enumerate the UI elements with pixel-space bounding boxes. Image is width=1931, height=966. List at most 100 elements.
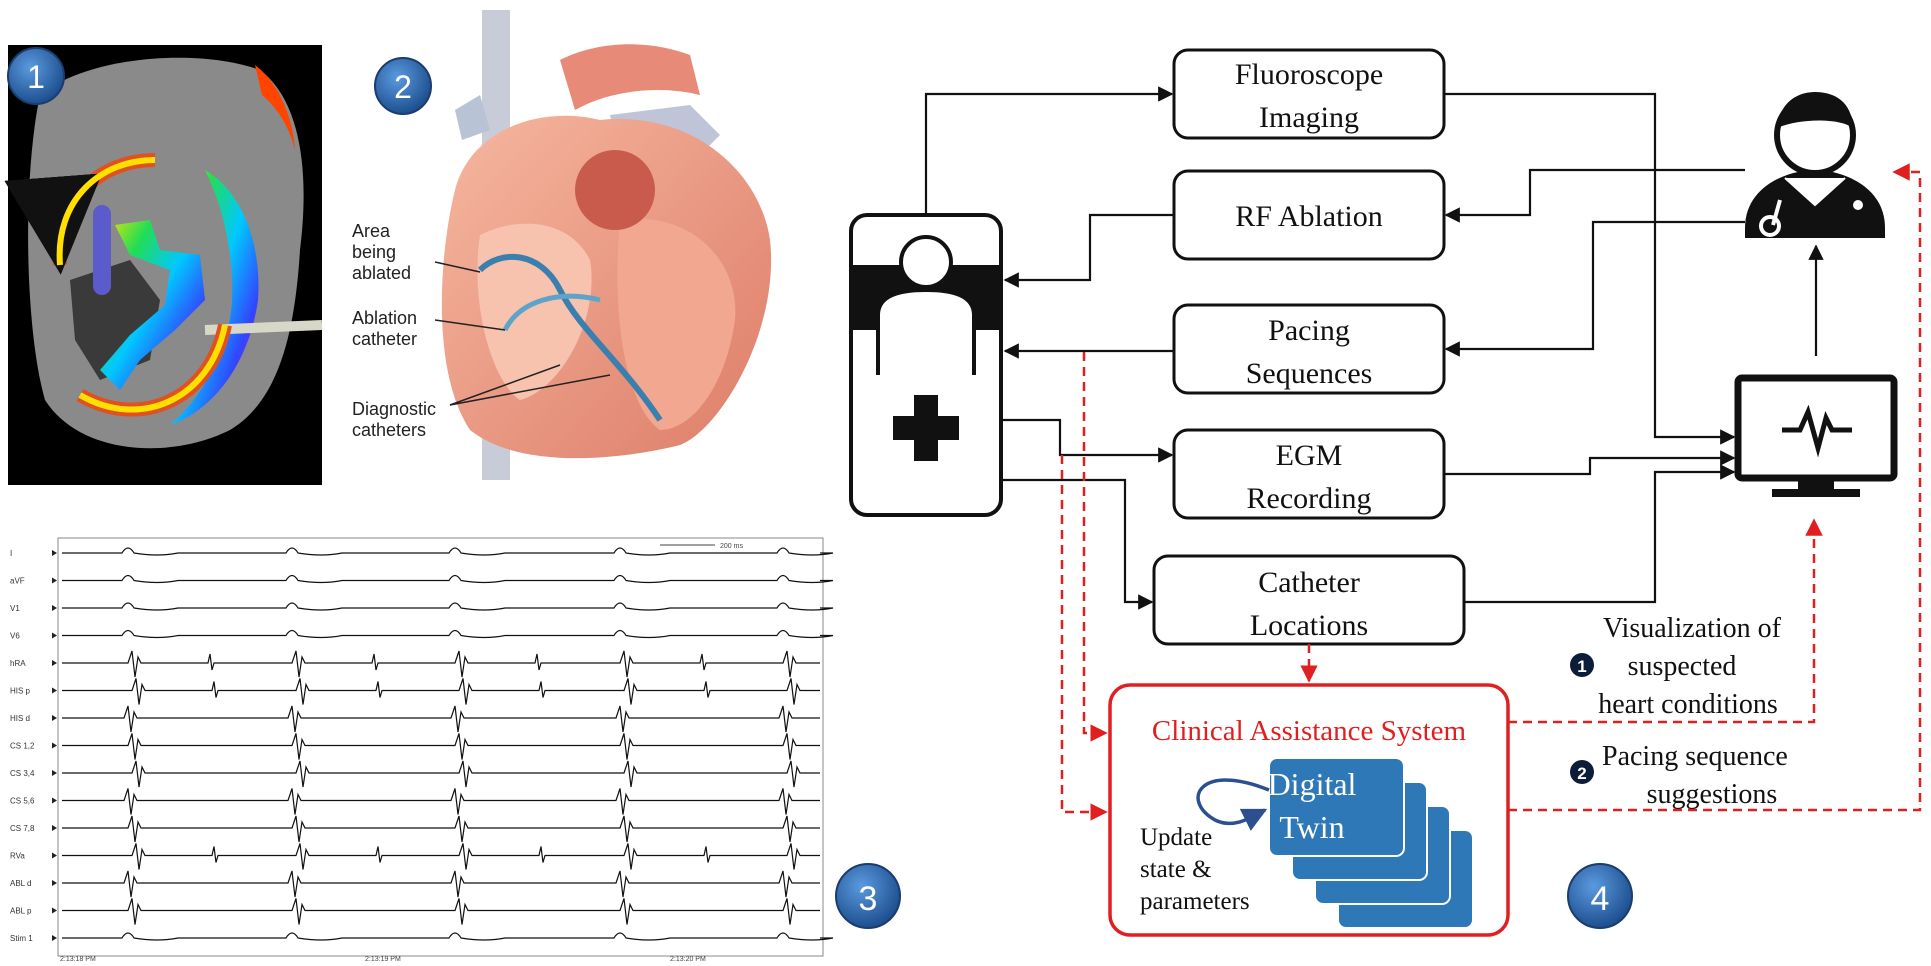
vessel-left: [455, 95, 490, 140]
egm-trace-line: [62, 574, 834, 584]
egm-channel-label: CS 3,4: [10, 769, 35, 778]
arrow-patient-egm: [1001, 418, 1174, 463]
label-area-3: ablated: [352, 263, 411, 283]
heart-illustration-panel: Area being ablated Ablation catheter Dia…: [352, 10, 772, 480]
dash-pacing-cas: [1082, 352, 1108, 742]
egm-channel-label: CS 7,8: [10, 824, 35, 833]
egm-channel-marker: [52, 797, 57, 804]
flow-diagram: Fluoroscope Imaging RF Ablation Pacing S…: [849, 48, 1922, 937]
box-catheter-line1: Catheter: [1258, 566, 1360, 599]
output1-marker: [1570, 653, 1594, 677]
egm-trace-line: [62, 602, 834, 611]
box-pacing-line2: Sequences: [1246, 357, 1373, 390]
arrow-egm-monitor: [1444, 450, 1736, 476]
egm-channel-marker: [52, 715, 57, 721]
egm-channel-marker: [52, 605, 57, 611]
patient-head: [899, 235, 953, 289]
output2-line1: Pacing sequence: [1602, 741, 1788, 772]
badge-1-number: 1: [27, 59, 45, 95]
doctor-icon: [1745, 92, 1885, 238]
stethoscope-icon: [1759, 215, 1781, 237]
patient-body: [876, 287, 976, 375]
output1-line1: Visualization of: [1603, 613, 1782, 644]
box-rf-ablation: RF Ablation: [1172, 169, 1446, 261]
stethoscope-tube: [1771, 199, 1782, 226]
map-edge-red: [255, 65, 295, 150]
stethoscope-earpiece: [1853, 200, 1863, 210]
egm-channel-label: aVF: [10, 577, 25, 586]
egm-timestamp-3: 2:13:20 PM: [670, 956, 706, 963]
leader-diagnostic-1: [449, 364, 561, 406]
right-chamber: [477, 223, 592, 400]
output-pacing-suggestions: 2 Pacing sequence suggestions: [1570, 741, 1788, 810]
badge-4: 4: [1567, 863, 1633, 929]
isthmus-path: [100, 220, 205, 390]
red-dashed-connectors: [1060, 163, 1922, 821]
update-label-1: Update: [1140, 824, 1212, 851]
output1-line2: suspected: [1628, 651, 1737, 682]
egm-channel-label: V6: [10, 632, 20, 641]
egm-trace-line: [62, 898, 820, 925]
box-catheter-locations: Catheter Locations: [1152, 554, 1466, 646]
egm-channel-marker: [52, 577, 57, 584]
heartbeat-icon: [1782, 404, 1852, 458]
badge-1: 1: [7, 47, 65, 105]
egm-channel-marker: [52, 687, 57, 694]
egm-channel-marker: [52, 880, 57, 886]
black-connectors: [924, 86, 1824, 610]
egm-channel-label: RVa: [10, 852, 25, 861]
egm-channel-label: CS 5,6: [10, 797, 35, 806]
arrow-patient-catheter: [1001, 478, 1154, 610]
egm-trace-line: [62, 678, 820, 705]
reentry-arrow-bottom-inner: [78, 324, 228, 413]
egm-channel-marker: [52, 550, 57, 556]
egm-trace-line: [62, 788, 820, 815]
egm-channel-label: hRA: [10, 659, 26, 668]
arrow-patient-fluoro: [924, 86, 1174, 215]
doctor-hair: [1777, 92, 1853, 128]
egm-channel-marker: [52, 907, 57, 914]
egm-channel-label: V1: [10, 604, 20, 613]
box-egm-recording: EGM Recording: [1172, 428, 1446, 520]
box-egm-line2: Recording: [1247, 482, 1372, 515]
activation-front: [170, 170, 259, 425]
digital-twin-line2: Twin: [1279, 809, 1344, 845]
egm-channel-marker: [52, 852, 57, 859]
medical-cross-h: [893, 416, 959, 440]
egm-trace-line: [62, 705, 820, 733]
aortic-arch: [560, 44, 700, 110]
digital-twin-stack: Digital Twin: [1268, 757, 1474, 929]
egm-trace-panel: 200 ms 2:13:18 PM 2:13:19 PM 2:13:20 PM …: [10, 537, 834, 963]
arrow-fluoro-monitor: [1444, 92, 1736, 445]
egm-channel-marker: [52, 660, 57, 666]
box-fluoro-line2: Imaging: [1259, 101, 1359, 134]
label-area-2: being: [352, 242, 396, 262]
egm-traces: [62, 547, 834, 941]
box-catheter-line2: Locations: [1250, 609, 1368, 642]
egm-channel-label: ABL d: [10, 879, 32, 888]
dash-cas-monitor: [1508, 518, 1823, 724]
update-loop-arrow: [1196, 778, 1270, 831]
box-rf-line1: RF Ablation: [1235, 200, 1383, 233]
box-fluoroscope-imaging: Fluoroscope Imaging: [1172, 48, 1446, 140]
output1-marker-number: 1: [1577, 657, 1586, 676]
monitor-neck: [1798, 478, 1834, 492]
egm-channel-label: CS 1,2: [10, 742, 35, 751]
patient-icon: [849, 213, 1003, 517]
egm-channel-marker: [52, 770, 57, 776]
activation-map-panel: [4, 45, 323, 485]
badge-2: 2: [374, 57, 432, 115]
egm-trace-line: [62, 547, 834, 556]
badge-4-number: 4: [1591, 880, 1610, 918]
box-egm-line1: EGM: [1276, 439, 1343, 472]
box-fluoro-line1: Fluoroscope: [1235, 58, 1383, 91]
egm-channel-marker: [52, 632, 57, 639]
egm-trace-line: [62, 629, 834, 639]
egm-channel-label: Stim 1: [10, 934, 33, 943]
cas-title: Clinical Assistance System: [1152, 715, 1467, 747]
arrow-catheter-monitor: [1464, 464, 1736, 604]
output-visualization: Visualization of 1 suspected heart condi…: [1570, 613, 1782, 720]
egm-channel-label: ABL p: [10, 907, 32, 916]
